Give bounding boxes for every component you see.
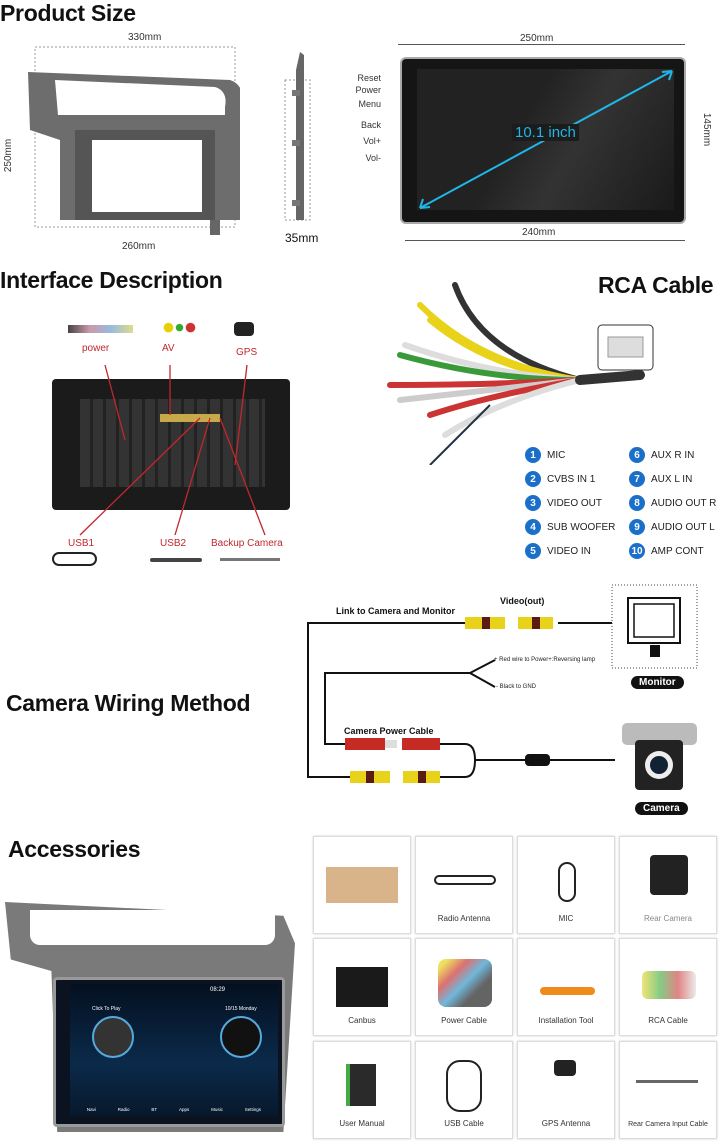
link-label: Link to Camera and Monitor	[336, 606, 456, 616]
app-dock: Navi Radio BT Apps Music Settings	[76, 1107, 272, 1112]
dash-frame-illustration	[28, 46, 240, 235]
rca-number-badge: 4	[525, 519, 541, 535]
diagonal-label: 10.1 inch	[512, 124, 579, 141]
label-av: AV	[162, 343, 175, 354]
camera-wiring-diagram	[307, 584, 698, 790]
accessory-radio-antenna: Radio Antenna	[415, 836, 513, 934]
monitor-badge: Monitor	[631, 676, 684, 689]
dock-radio[interactable]: Radio	[117, 1107, 130, 1112]
dock-settings[interactable]: Settings	[244, 1107, 262, 1112]
red-wire-label: + Red wire to Power+:Reversing lamp	[494, 657, 596, 663]
frame-height-label: 250mm	[3, 138, 15, 173]
rca-cable-illustration	[387, 282, 654, 465]
click-to-play-label: Click To Play	[92, 1006, 121, 1012]
frame-inner-width-label: 260mm	[122, 241, 156, 252]
date-label: 10/15 Monday	[225, 1006, 257, 1012]
accessory-usb-cable: USB Cable	[415, 1041, 513, 1139]
button-label-back: Back	[360, 120, 381, 130]
dimension-line	[398, 44, 685, 45]
accessory-gps-antenna: GPS Antenna	[517, 1041, 615, 1139]
rca-number-badge: 10	[629, 543, 645, 559]
dock-music[interactable]: Music	[211, 1107, 223, 1112]
car-radio-illustration: 08:29 Click To Play 10/15 Monday Navi Ra…	[5, 902, 300, 1140]
rca-number-badge: 9	[629, 519, 645, 535]
head-unit-back-illustration	[52, 379, 290, 510]
button-label-power: Power	[355, 85, 381, 95]
side-bracket-illustration	[284, 52, 311, 221]
rca-number-badge: 7	[629, 471, 645, 487]
black-wire-label: - Black to GND	[496, 684, 537, 690]
rca-number-badge: 8	[629, 495, 645, 511]
label-power: power	[82, 343, 110, 354]
button-label-vol-down: Vol-	[365, 153, 381, 163]
depth-label: 35mm	[285, 231, 319, 245]
section-title-rca: RCA Cable	[598, 272, 714, 298]
accessory-rear-camera-input-cable: Rear Camera Input Cable	[619, 1041, 717, 1139]
power-harness-illustration	[68, 325, 133, 333]
dock-navi[interactable]: Navi	[86, 1107, 96, 1112]
label-gps: GPS	[236, 347, 258, 358]
screen-inner-width-label: 240mm	[522, 227, 556, 238]
av-cable-illustration	[152, 308, 207, 336]
frame-width-label: 330mm	[128, 32, 162, 43]
accessory-mic: MIC	[517, 836, 615, 934]
rca-number-badge: 3	[525, 495, 541, 511]
accessory-installation-tool: Installation Tool	[517, 938, 615, 1036]
rca-number-badge: 5	[525, 543, 541, 559]
music-player-widget[interactable]	[92, 1016, 134, 1058]
section-title-interface: Interface Description	[0, 267, 223, 293]
accessory-box	[313, 836, 411, 934]
rca-number-badge: 2	[525, 471, 541, 487]
screen-illustration: 10.1 inch	[400, 57, 686, 224]
screen-height-label: 145mm	[701, 112, 713, 147]
usb2-cable-illustration	[150, 558, 202, 562]
label-usb1: USB1	[68, 538, 95, 549]
dock-bt[interactable]: BT	[151, 1107, 158, 1112]
label-usb2: USB2	[160, 538, 187, 549]
section-title-camera-wiring: Camera Wiring Method	[6, 690, 251, 716]
button-label-vol-up: Vol+	[363, 136, 381, 146]
accessory-canbus: Canbus	[313, 938, 411, 1036]
box-illustration	[326, 867, 398, 903]
backup-camera-cable-illustration	[220, 558, 280, 561]
usb1-cable-illustration	[52, 552, 97, 566]
interface-pointer-lines	[79, 364, 266, 536]
dock-apps[interactable]: Apps	[179, 1107, 190, 1112]
power-cable-label: Camera Power Cable	[344, 726, 434, 736]
label-backup-camera: Backup Camera	[211, 538, 283, 549]
accessory-rca-cable: RCA Cable	[619, 938, 717, 1036]
rca-number-badge: 1	[525, 447, 541, 463]
button-label-reset: Reset	[357, 73, 381, 83]
section-title-product-size: Product Size	[0, 0, 136, 26]
button-label-menu: Menu	[358, 99, 381, 109]
camera-badge: Camera	[635, 802, 688, 815]
rca-number-badge: 6	[629, 447, 645, 463]
video-out-label: Video(out)	[500, 596, 545, 606]
screen-outer-width-label: 250mm	[520, 33, 554, 44]
accessory-power-cable: Power Cable	[415, 938, 513, 1036]
gps-antenna-illustration	[234, 322, 254, 336]
accessory-user-manual: User Manual	[313, 1041, 411, 1139]
accessory-rear-camera: Rear Camera	[619, 836, 717, 934]
section-title-accessories: Accessories	[8, 836, 141, 862]
screen-time: 08:29	[210, 987, 226, 993]
clock-widget	[220, 1016, 262, 1058]
dimension-line	[405, 240, 685, 241]
